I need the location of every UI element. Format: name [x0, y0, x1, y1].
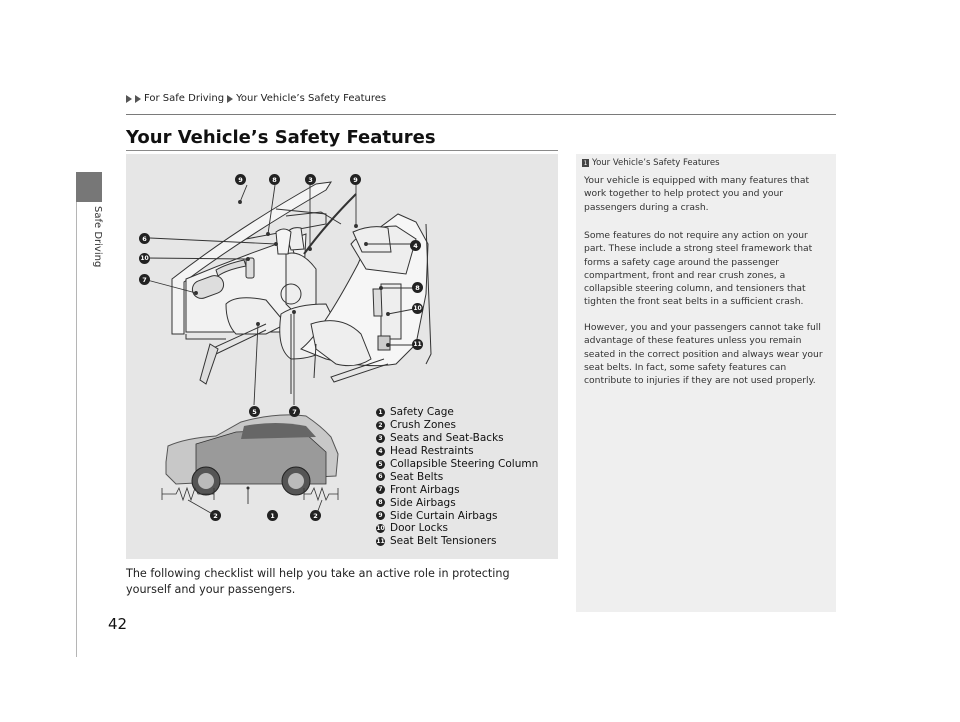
safety-features-figure: 9 8 3 9 6 10 7 4 8 10 11 5 7 2 1 2 1 Safe…: [126, 154, 558, 559]
notes-heading: 1 Your Vehicle’s Safety Features: [582, 158, 720, 168]
legend-label: Safety Cage: [390, 406, 454, 419]
sidebar-notes: 1 Your Vehicle’s Safety Features Your ve…: [576, 154, 836, 612]
callout-marker: 5: [249, 406, 260, 417]
legend-number: 6: [376, 472, 385, 482]
breadcrumb-arrow-icon: [227, 94, 234, 103]
legend-item: 1 Safety Cage: [376, 406, 556, 419]
legend-number: 7: [376, 485, 385, 495]
legend-label: Side Curtain Airbags: [390, 509, 498, 522]
callout-marker: 9: [235, 174, 246, 185]
legend-label: Door Locks: [390, 522, 449, 535]
callout-marker: 3: [305, 174, 316, 185]
legend-item: 3 Seats and Seat-Backs: [376, 432, 556, 445]
callout-marker: 6: [139, 233, 150, 244]
legend-item: 8 Side Airbags: [376, 496, 556, 509]
legend-item: 4 Head Restraints: [376, 445, 556, 458]
note-paragraph: Some features do not require any action …: [584, 230, 813, 308]
legend-item: 11 Seat Belt Tensioners: [376, 535, 556, 548]
page-number: 42: [108, 615, 128, 633]
legend-item: 10 Door Locks: [376, 522, 556, 535]
callout-marker: 7: [289, 406, 300, 417]
chapter-tab: [76, 172, 102, 202]
legend-number: 1: [376, 407, 385, 417]
legend-number: 5: [376, 459, 385, 469]
legend-label: Crush Zones: [390, 419, 456, 432]
legend-number: 8: [376, 498, 385, 508]
legend-number: 3: [376, 433, 385, 443]
breadcrumb-arrow-icon: [126, 94, 132, 103]
note-paragraph: Your vehicle is equipped with many featu…: [584, 175, 810, 213]
callout-marker: 4: [410, 240, 421, 251]
legend-label: Seat Belts: [390, 470, 444, 483]
legend-item: 2 Crush Zones: [376, 419, 556, 432]
body-paragraph: The following checklist will help you ta…: [126, 567, 510, 596]
chapter-divider: [76, 202, 77, 657]
breadcrumb: For Safe Driving Your Vehicle’s Safety F…: [126, 93, 386, 104]
legend-label: Side Airbags: [390, 496, 456, 509]
notes-heading-text: Your Vehicle’s Safety Features: [592, 158, 720, 168]
legend-item: 6 Seat Belts: [376, 470, 556, 483]
callout-marker: 2: [310, 510, 321, 521]
legend-label: Seat Belt Tensioners: [390, 535, 497, 548]
legend-number: 11: [376, 536, 385, 546]
legend-number: 10: [376, 523, 385, 533]
legend-number: 4: [376, 446, 385, 456]
callout-marker: 11: [412, 339, 423, 350]
callout-marker: 2: [210, 510, 221, 521]
page-title: Your Vehicle’s Safety Features: [126, 127, 436, 148]
figure-legend: 1 Safety Cage 2 Crush Zones 3 Seats and Sea…: [376, 406, 556, 548]
legend-item: 9 Side Curtain Airbags: [376, 509, 556, 522]
chapter-label-text: Safe Driving: [92, 206, 103, 268]
callout-marker: 9: [350, 174, 361, 185]
safety-features-illustration: [145, 181, 432, 517]
legend-number: 2: [376, 420, 385, 430]
header-rule: [126, 114, 836, 115]
note-badge: 1: [582, 159, 589, 167]
callout-marker: 10: [139, 253, 150, 264]
callout-marker: 7: [139, 274, 150, 285]
callout-marker: 8: [269, 174, 280, 185]
chapter-label: Safe Driving: [89, 206, 103, 326]
callout-marker: 10: [412, 303, 423, 314]
legend-label: Head Restraints: [390, 445, 474, 458]
legend-number: 9: [376, 511, 385, 521]
title-rule: [126, 150, 558, 151]
breadcrumb-arrow-icon: [135, 94, 141, 103]
breadcrumb-item-safety-features[interactable]: Your Vehicle’s Safety Features: [236, 93, 387, 104]
breadcrumb-item-for-safe-driving[interactable]: For Safe Driving: [144, 93, 225, 104]
legend-label: Front Airbags: [390, 483, 460, 496]
callout-marker: 1: [267, 510, 278, 521]
legend-item: 7 Front Airbags: [376, 483, 556, 496]
legend-label: Collapsible Steering Column: [390, 458, 539, 470]
legend-item: 5 Collapsible Steering Column: [376, 458, 556, 471]
legend-label: Seats and Seat-Backs: [390, 432, 504, 445]
callout-marker: 8: [412, 282, 423, 293]
note-paragraph: However, you and your passengers cannot …: [584, 322, 823, 387]
